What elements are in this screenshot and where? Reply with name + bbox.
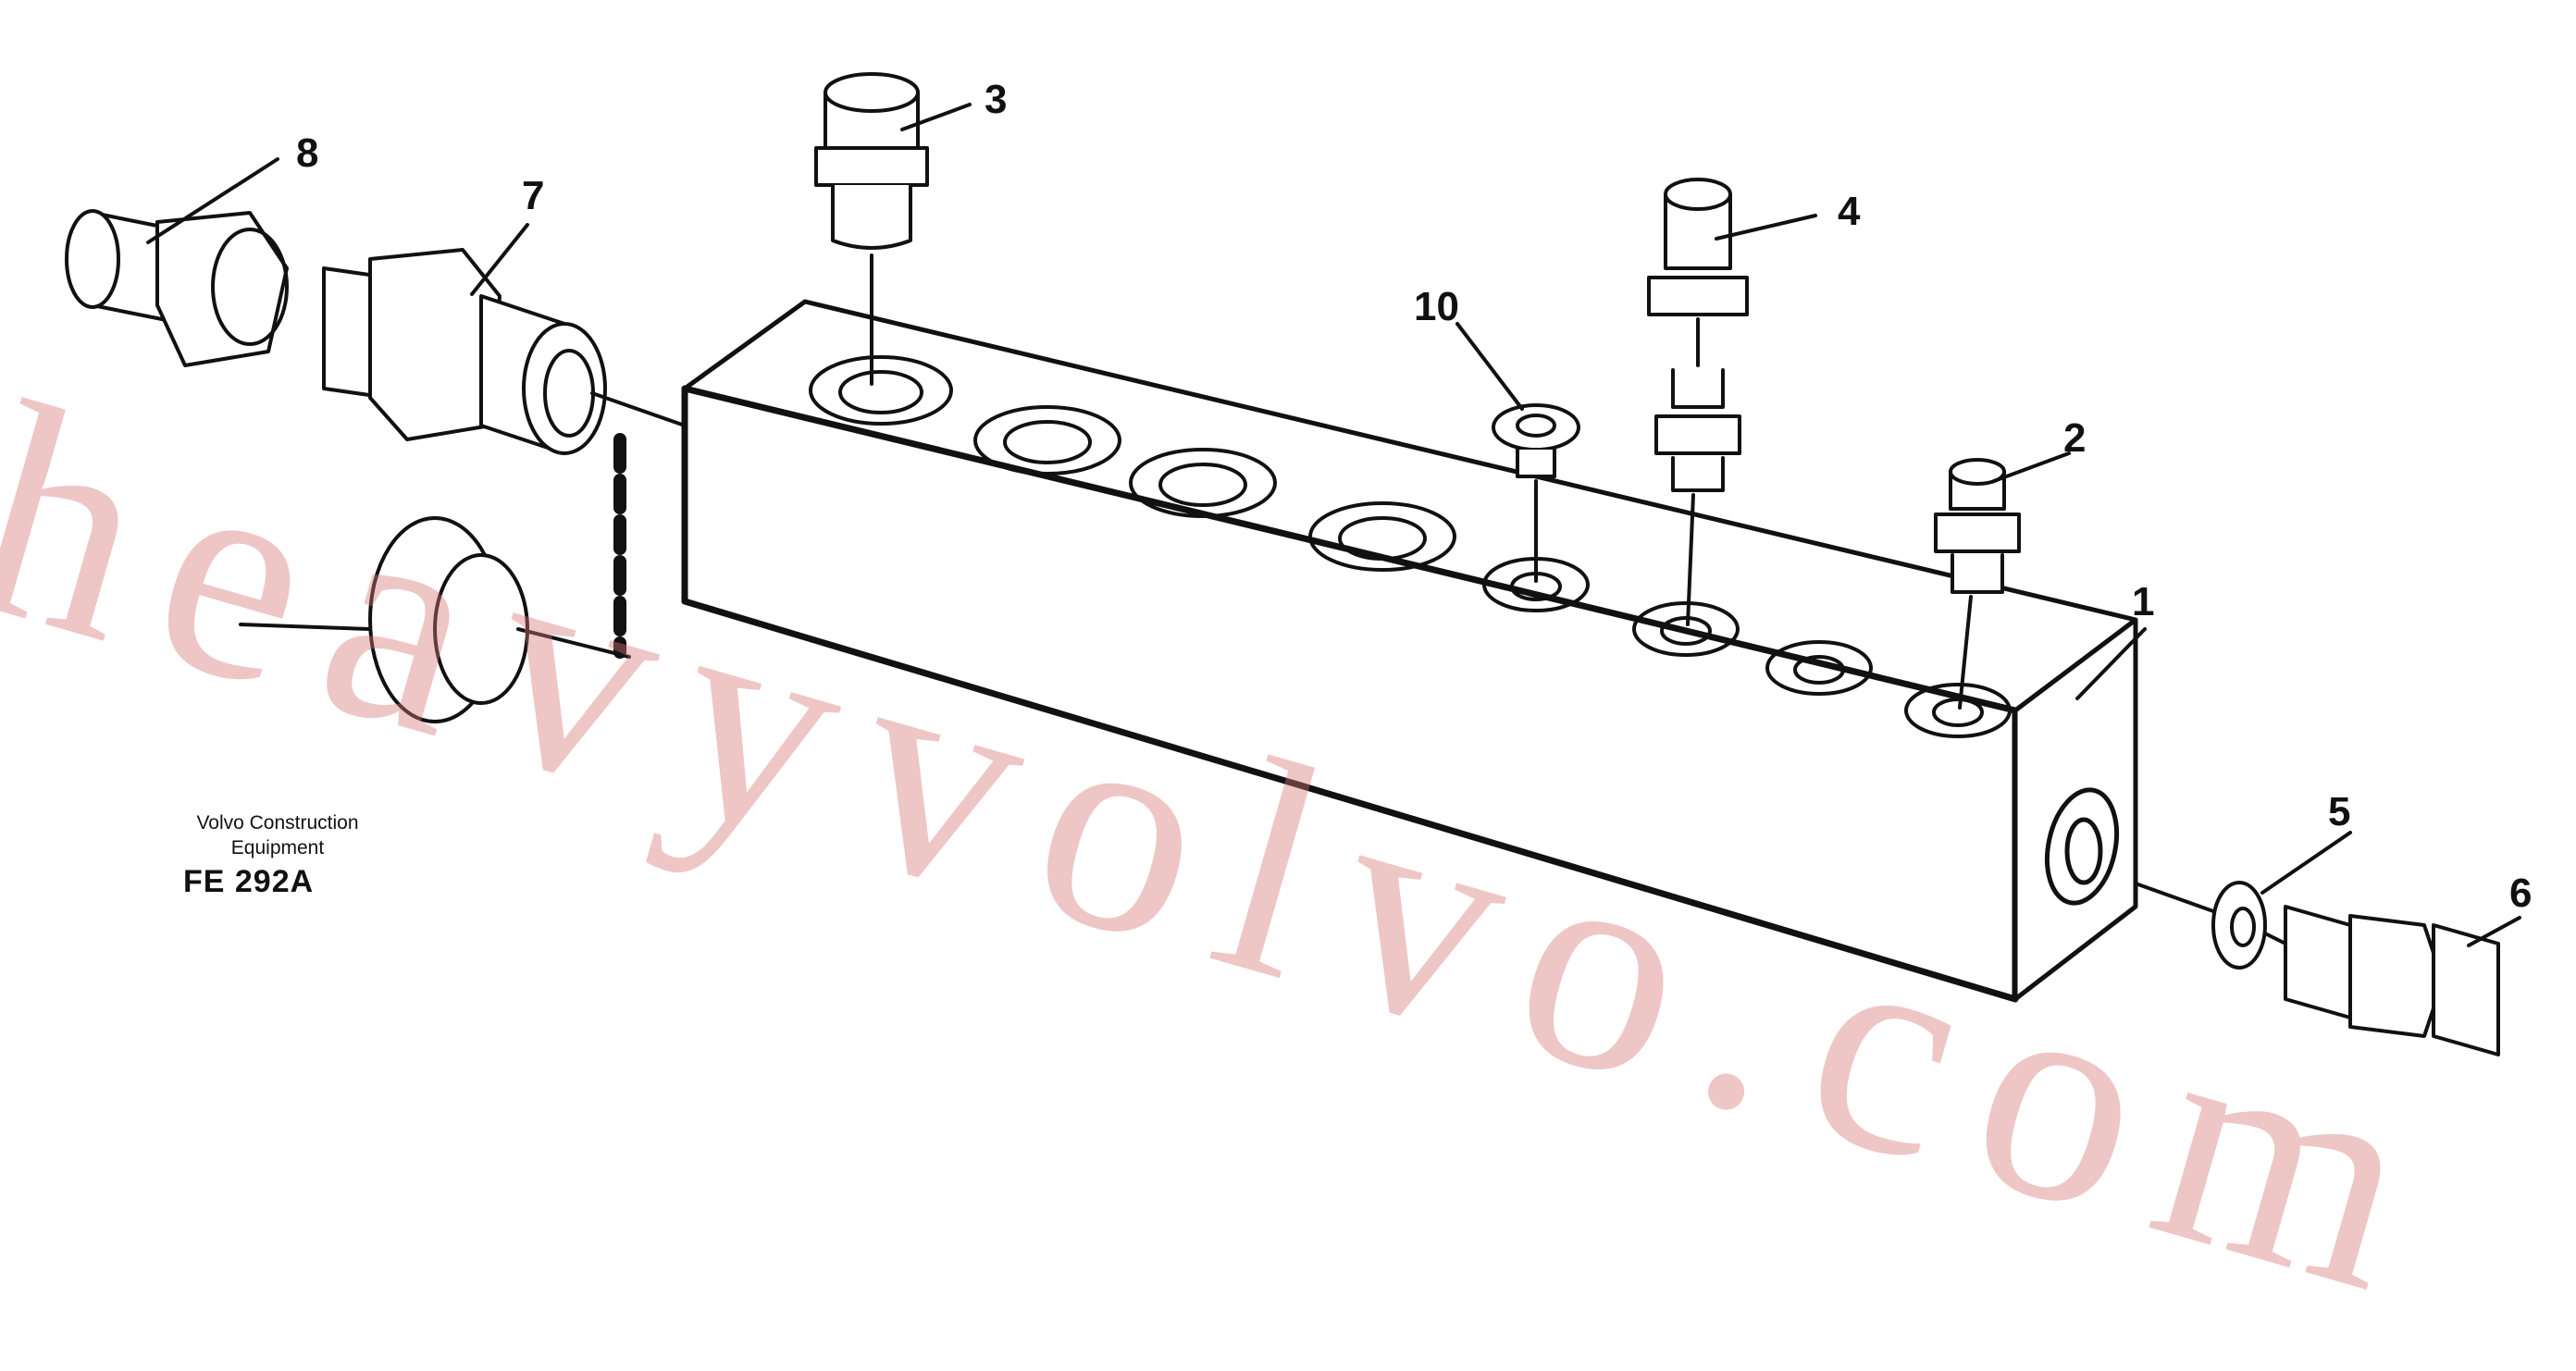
exploded-view-drawing: 1 2 3 4 5 6 7 8 10 [65, 72, 2532, 1056]
fitting-part-4 [1647, 178, 1749, 626]
figure-reference: FE 292A [183, 864, 315, 899]
callout-5: 5 [2328, 789, 2350, 834]
callout-7: 7 [522, 173, 544, 218]
manifold-block [681, 299, 2138, 1003]
callout-1: 1 [2132, 579, 2154, 624]
fitting-part-3 [814, 72, 929, 386]
port-holes [809, 355, 2012, 738]
callout-6: 6 [2509, 871, 2532, 916]
callout-labels: 1 2 3 4 5 6 7 8 10 [296, 77, 2532, 916]
fitting-part-2 [1934, 458, 2021, 710]
leader-lines [146, 103, 2521, 947]
manufacturer-line-2: Equipment [230, 837, 325, 858]
parts-diagram: 1 2 3 4 5 6 7 8 10 Volvo Construction Eq… [0, 72, 2532, 1365]
seal-ring [239, 433, 631, 723]
callout-4: 4 [1838, 189, 1861, 234]
plug-part-10 [1492, 403, 1580, 583]
union-part-7 [322, 248, 687, 455]
fitting-part-6 [2265, 905, 2500, 1056]
callout-10: 10 [1414, 284, 1459, 329]
washer-part-5 [2134, 881, 2267, 970]
manufacturer-caption: Volvo Construction Equipment [139, 810, 416, 860]
nut-part-8 [65, 209, 289, 367]
callout-8: 8 [296, 130, 318, 176]
manufacturer-line-1: Volvo Construction [196, 812, 359, 834]
callout-2: 2 [2063, 415, 2086, 461]
callout-3: 3 [985, 77, 1007, 122]
